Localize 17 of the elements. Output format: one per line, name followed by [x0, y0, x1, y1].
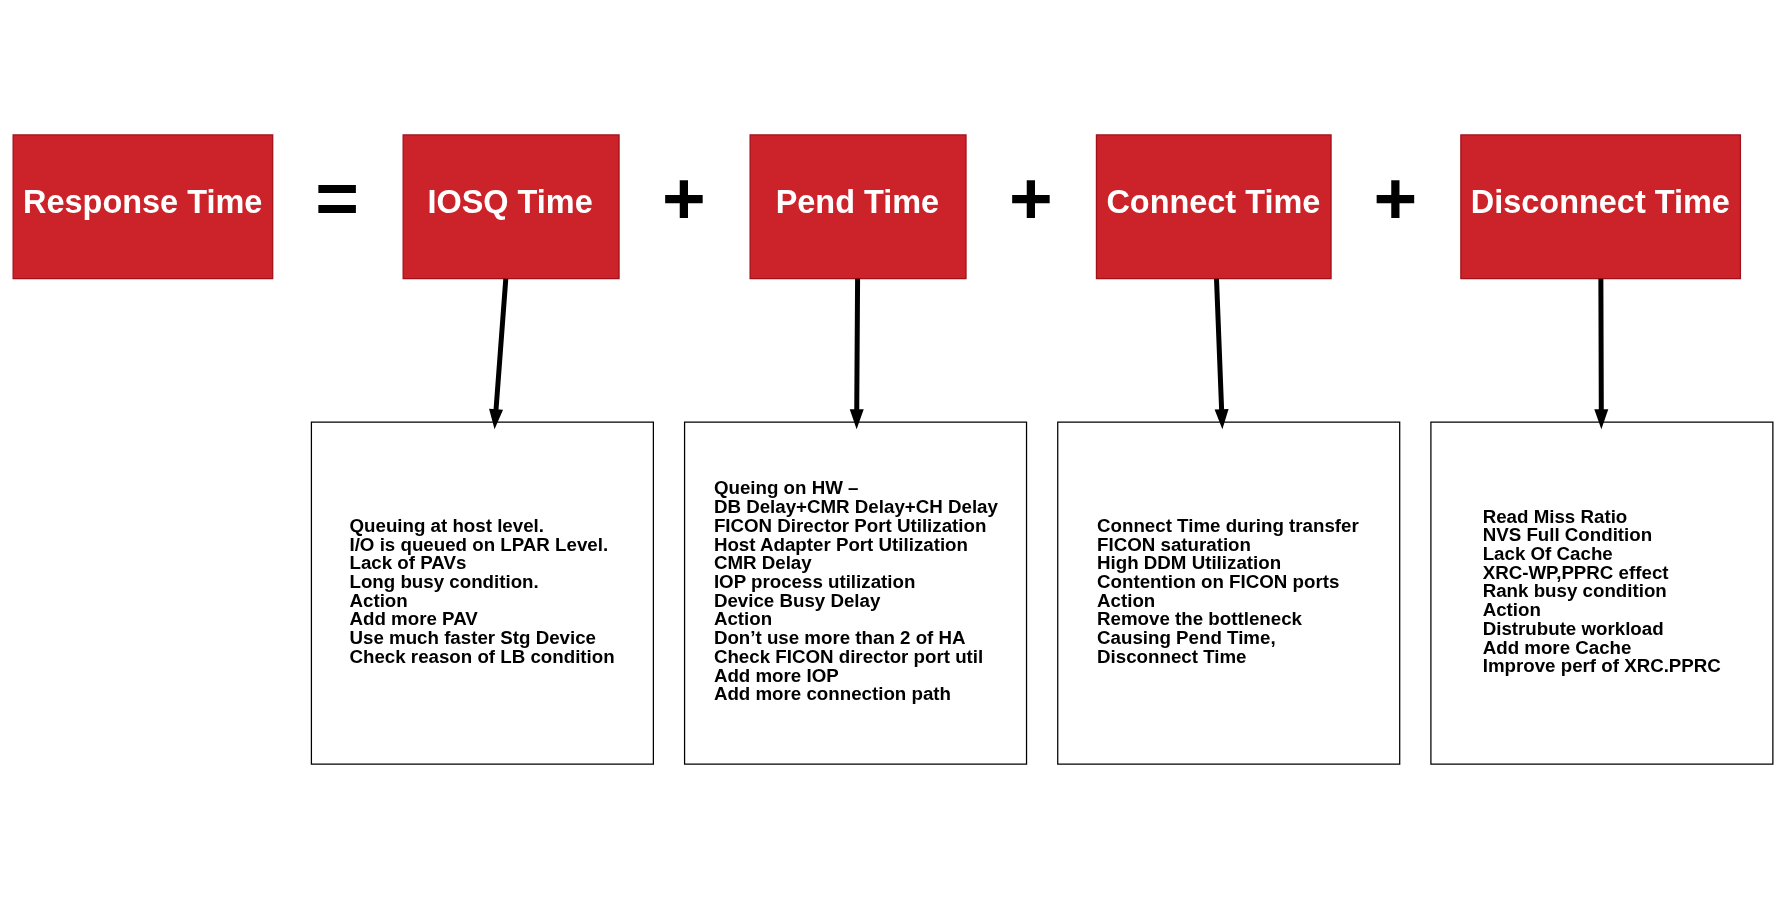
node-box: IOSQ Time — [402, 133, 620, 279]
node-box: Connect Time during transfer FICON saturation High DDM Utilization Contention on FICON ports Action Remove the bottleneck Causing Pend Time, Disconnect Time — [1057, 420, 1401, 765]
label: + — [1373, 155, 1418, 240]
arrow — [849, 278, 864, 429]
arrow — [1214, 278, 1229, 429]
node-box: Response Time — [12, 133, 274, 279]
node-box: Queing on HW – DB Delay+CMR Delay+CH Delay FICON Director Port Utilization Host Adapter Port Utilization CMR Delay IOP process utilization Device Busy Delay Action Don’t use more than 2 of HA Check FICON director port util Add more IOP Add more connection path — [683, 420, 1028, 765]
label: = — [315, 155, 359, 240]
node-box: Disconnect Time — [1460, 133, 1742, 279]
arrow — [489, 278, 509, 429]
label: + — [1009, 155, 1053, 240]
node-box: Read Miss Ratio NVS Full Condition Lack Of Cache XRC-WP,PPRC effect Rank busy condition Action Distrubute workload Add more Cache Improve perf of XRC.PPRC — [1430, 420, 1774, 765]
arrow — [1594, 278, 1609, 429]
node-box: Queuing at host level. I/O is queued on LPAR Level. Lack of PAVs Long busy condition. Action Add more PAV Use much faster Stg Device Check reason of LB condition — [310, 420, 654, 765]
node-box: Pend Time — [749, 133, 967, 279]
label: + — [662, 155, 706, 240]
node-box: Connect Time — [1095, 133, 1332, 279]
